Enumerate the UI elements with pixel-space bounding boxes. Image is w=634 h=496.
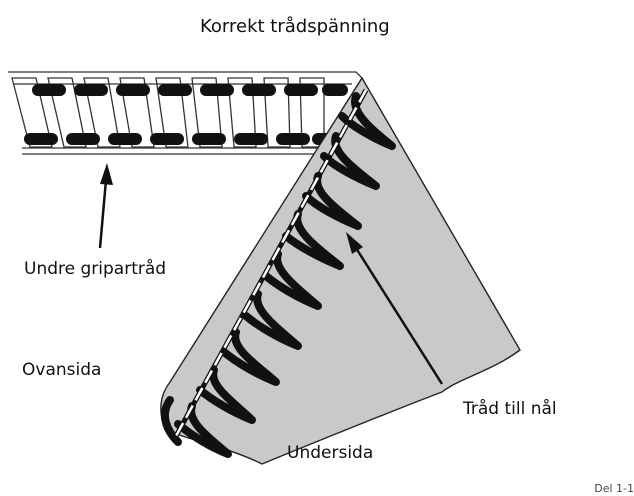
diagram-title: Korrekt trådspänning xyxy=(200,16,390,37)
label-lower-looper-thread: Undre gripartråd xyxy=(24,259,167,279)
label-under-side: Undersida xyxy=(287,443,374,463)
stitch-strip-top xyxy=(8,71,363,155)
label-needle-thread: Tråd till nål xyxy=(463,399,557,419)
looper-loops xyxy=(160,92,396,458)
label-top-side: Ovansida xyxy=(22,360,102,380)
needle-thread xyxy=(173,88,369,438)
page-number: Del 1-1 xyxy=(594,482,634,495)
arrow-lower-looper xyxy=(98,163,113,249)
arrow-needle-thread xyxy=(346,232,444,385)
